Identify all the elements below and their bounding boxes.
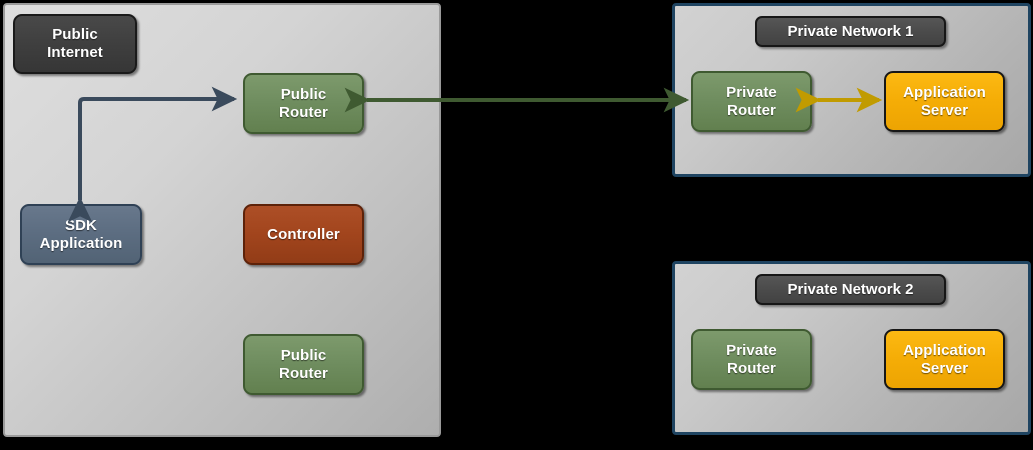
node-controller-label-1: Controller xyxy=(267,225,340,243)
node-pn2-private-router-label-2: Router xyxy=(727,359,776,377)
node-public-internet[interactable]: Public Internet xyxy=(13,14,137,74)
node-sdk-application-label-1: SDK xyxy=(65,216,97,234)
node-public-internet-label-1: Public xyxy=(52,26,98,44)
node-pn1-private-router-label-1: Private xyxy=(726,83,777,101)
node-pn1-application-server-label-2: Server xyxy=(920,101,969,119)
node-pn2-application-server-label-2: Server xyxy=(920,359,969,377)
node-public-router-top[interactable]: Public Router xyxy=(243,73,364,134)
node-public-internet-label-2: Internet xyxy=(47,44,103,61)
public-zone-container[interactable]: Public Internet Public Router SDK Applic… xyxy=(3,3,441,437)
node-sdk-application-label-2: Application xyxy=(39,234,123,252)
private-network-1-title: Private Network 1 xyxy=(787,23,914,40)
node-public-router-bottom[interactable]: Public Router xyxy=(243,334,364,395)
node-public-router-bottom-label-2: Router xyxy=(279,364,328,382)
private-network-2-container[interactable]: Private Network 2 Private Router Applica… xyxy=(672,261,1031,435)
node-pn2-private-router[interactable]: Private Router xyxy=(691,329,812,390)
node-public-router-bottom-label-1: Public xyxy=(280,346,327,364)
private-network-2-title: Private Network 2 xyxy=(787,281,914,298)
node-pn2-private-router-label-1: Private xyxy=(726,341,777,359)
node-pn1-private-router-label-2: Router xyxy=(727,101,776,119)
node-public-router-top-label-1: Public xyxy=(280,85,327,103)
node-pn1-application-server-label-1: Application xyxy=(903,83,986,101)
node-pn2-application-server-label-1: Application xyxy=(903,341,986,359)
node-controller[interactable]: Controller xyxy=(243,204,364,265)
private-network-1-container[interactable]: Private Network 1 Private Router Applica… xyxy=(672,3,1031,177)
private-network-1-title-badge: Private Network 1 xyxy=(755,16,946,47)
node-pn1-private-router[interactable]: Private Router xyxy=(691,71,812,132)
node-pn2-application-server[interactable]: Application Server xyxy=(884,329,1005,390)
node-sdk-application[interactable]: SDK Application xyxy=(20,204,142,265)
private-network-2-title-badge: Private Network 2 xyxy=(755,274,946,305)
node-public-router-top-label-2: Router xyxy=(279,103,328,121)
node-pn1-application-server[interactable]: Application Server xyxy=(884,71,1005,132)
